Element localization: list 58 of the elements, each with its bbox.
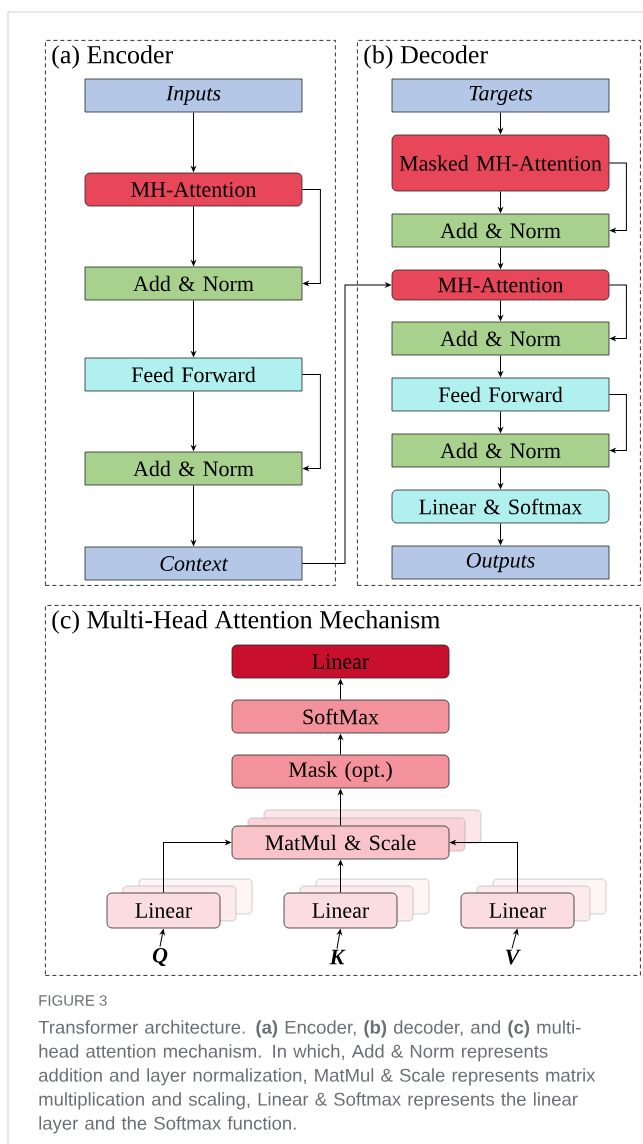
process-box: Linear	[231, 644, 450, 679]
arrow	[608, 394, 627, 453]
panel-title: (b) Decoder	[364, 45, 488, 69]
caption: Transformer architecture. (a) Encoder, (b) decoder, and (c) multi-head attention mechanism. In which, Add & Norm represents addition and layer normalization, MatMul & Scale represents matrix multiplication and scaling, Linear & Softmax represents the linear layer and the Softmax function.	[38, 1020, 596, 1134]
input-box: Inputs	[84, 78, 303, 113]
input-symbol: V	[505, 949, 521, 965]
process-box: Add & Norm	[391, 321, 610, 356]
arrow	[338, 789, 343, 827]
arrow	[338, 860, 343, 894]
process-box: Feed Forward	[391, 377, 610, 412]
stacked-process-box: Linear	[283, 878, 430, 929]
arrow	[338, 734, 343, 756]
arrow	[191, 299, 196, 357]
attention-box: MH-Attention	[391, 269, 610, 301]
arrow	[498, 111, 503, 134]
input-box: Targets	[391, 78, 610, 113]
process-box: Add & Norm	[84, 451, 303, 486]
arrow	[301, 282, 391, 564]
process-box: Linear & Softmax	[391, 489, 610, 524]
output-box: Context	[84, 546, 303, 581]
process-box: Add & Norm	[84, 266, 303, 301]
input-symbol: Q	[152, 947, 168, 967]
arrow	[608, 162, 627, 233]
arrow	[191, 484, 196, 546]
process-box: Mask (opt.)	[231, 754, 450, 789]
attention-box: MH-Attention	[84, 172, 303, 207]
arrow	[338, 679, 343, 701]
stacked-process-box: Linear	[106, 878, 253, 929]
output-box: Outputs	[391, 545, 610, 580]
arrow	[498, 466, 503, 489]
arrow	[498, 246, 503, 269]
arrow	[608, 284, 627, 341]
figure-number: FIGURE 3	[39, 995, 107, 1006]
panel-title: (a) Encoder	[52, 45, 173, 69]
arrow	[498, 410, 503, 433]
arrow	[159, 929, 165, 948]
arrow	[191, 205, 196, 266]
arrow	[450, 840, 518, 894]
input-symbol: K	[329, 949, 346, 965]
arrow	[301, 189, 321, 286]
process-box: Feed Forward	[84, 357, 303, 392]
attention-box: Masked MH-Attention	[391, 134, 610, 192]
arrow	[191, 111, 196, 172]
arrow	[336, 929, 342, 950]
arrow	[498, 299, 503, 321]
stacked-process-box: Linear	[460, 878, 607, 929]
process-box: SoftMax	[231, 699, 450, 734]
arrow	[301, 374, 321, 471]
arrow	[498, 190, 503, 213]
arrow	[163, 840, 231, 894]
arrow	[191, 390, 196, 451]
process-box: Add & Norm	[391, 433, 610, 468]
arrow	[498, 522, 503, 545]
process-box: Add & Norm	[391, 213, 610, 248]
arrow	[511, 929, 519, 949]
panel-title: (c) Multi-Head Attention Mechanism	[52, 610, 440, 634]
arrow	[498, 354, 503, 377]
stacked-process-box: MatMul & Scale	[231, 809, 482, 860]
